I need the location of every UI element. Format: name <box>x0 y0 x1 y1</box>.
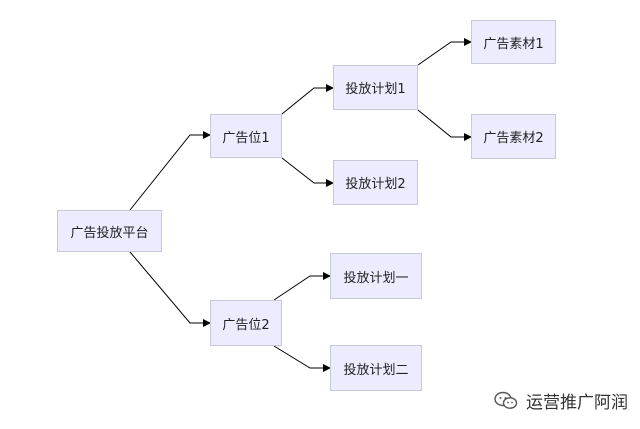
watermark: 运营推广阿润 <box>494 388 628 413</box>
node-ad-slot-2: 广告位2 <box>210 300 282 346</box>
node-ad-platform: 广告投放平台 <box>57 210 162 252</box>
node-delivery-plan-1: 投放计划1 <box>333 65 418 110</box>
wechat-icon <box>494 391 518 409</box>
edge-slot1-plan1 <box>281 84 334 115</box>
node-delivery-plan-2: 投放计划2 <box>333 160 418 205</box>
edge-root-slot2 <box>129 251 211 327</box>
edge-plan1-material2 <box>417 109 472 141</box>
node-delivery-plan-b: 投放计划二 <box>330 345 422 391</box>
edge-root-slot1 <box>129 131 211 211</box>
edge-slot1-plan2 <box>281 157 334 187</box>
node-delivery-plan-a: 投放计划一 <box>330 253 422 299</box>
node-ad-material-2: 广告素材2 <box>471 114 556 159</box>
edge-plan1-material1 <box>417 38 472 66</box>
node-ad-material-1: 广告素材1 <box>471 20 556 64</box>
edge-slot2-plan-a <box>273 272 331 301</box>
edge-slot2-plan-b <box>273 345 331 372</box>
watermark-text: 运营推广阿润 <box>526 393 628 413</box>
node-ad-slot-1: 广告位1 <box>210 114 282 158</box>
